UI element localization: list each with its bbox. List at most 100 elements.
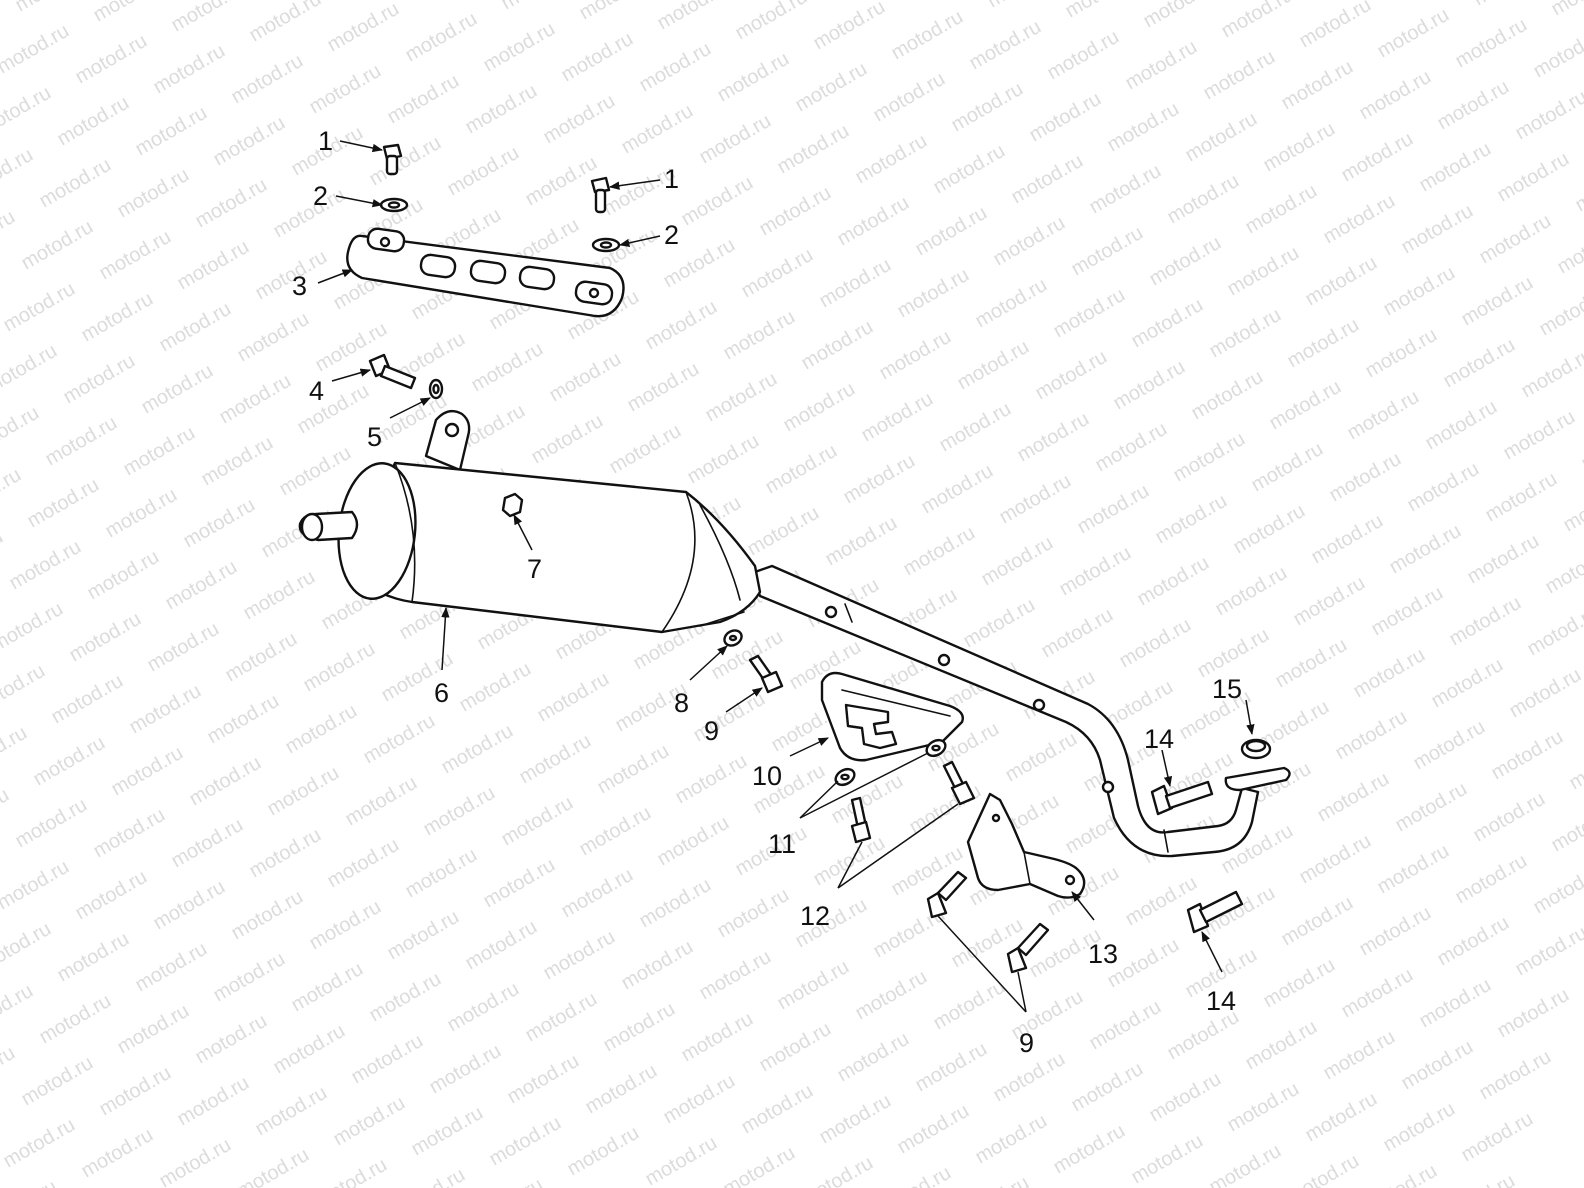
watermark-text: motod.ru [1002, 728, 1081, 787]
watermark-text: motod.ru [0, 918, 55, 977]
watermark-text: motod.ru [1506, 664, 1584, 723]
watermark-text: motod.ru [762, 440, 841, 499]
watermark-text: motod.ru [444, 142, 523, 201]
watermark-text: motod.ru [720, 306, 799, 365]
watermark-text: motod.ru [516, 730, 595, 789]
watermark-text: motod.ru [324, 834, 403, 893]
watermark-text: motod.ru [342, 772, 421, 831]
watermark-text: motod.ru [1284, 1150, 1363, 1188]
watermark-text: motod.ru [1338, 128, 1417, 187]
watermark-text: motod.ru [1122, 36, 1201, 95]
watermark-text: motod.ru [690, 688, 769, 747]
watermark-text: motod.ru [0, 278, 79, 337]
watermark-text: motod.ru [54, 92, 133, 151]
watermark-text: motod.ru [1050, 1120, 1129, 1179]
watermark-text: motod.ru [78, 1124, 157, 1183]
watermark-text: motod.ru [1116, 614, 1195, 673]
watermark-text: motod.ru [696, 110, 775, 169]
watermark-text: motod.ru [84, 546, 163, 605]
watermark-text: motod.ru [1032, 346, 1111, 405]
watermark-text: motod.ru [210, 112, 289, 171]
watermark-text: motod.ru [1110, 356, 1189, 415]
watermark-text: motod.ru [0, 0, 13, 6]
bolt-icon [1006, 922, 1050, 974]
callout-11: 11 [768, 829, 796, 859]
watermark-text: motod.ru [852, 130, 931, 189]
watermark-text: motod.ru [576, 802, 655, 861]
watermark-text: motod.ru [276, 442, 355, 501]
watermark-text: motod.ru [900, 522, 979, 581]
watermark-text: motod.ru [1470, 0, 1549, 10]
callout-7: 7 [527, 554, 542, 584]
watermark-text: motod.ru [300, 638, 379, 697]
watermark-text: motod.ru [1182, 108, 1261, 167]
watermark-text: motod.ru [306, 60, 385, 119]
watermark-text: motod.ru [1362, 1160, 1441, 1188]
watermark-text: motod.ru [1530, 24, 1584, 83]
callout-14: 14 [1206, 986, 1236, 1016]
watermark-text: motod.ru [1068, 222, 1147, 281]
watermark-text: motod.ru [876, 1162, 955, 1188]
watermark-text: motod.ru [90, 0, 169, 26]
watermark-text: motod.ru [126, 680, 205, 739]
watermark-text: motod.ru [1356, 902, 1435, 961]
bolt-icon [1186, 890, 1244, 934]
watermark-text: motod.ru [96, 1062, 175, 1121]
watermark-text: motod.ru [204, 690, 283, 749]
watermark-text: motod.ru [642, 1132, 721, 1188]
watermark-text: motod.ru [894, 1100, 973, 1159]
watermark-text: motod.ru [1560, 478, 1584, 537]
watermark-text: motod.ru [1266, 376, 1345, 435]
watermark-text: motod.ru [576, 0, 655, 24]
watermark-text: motod.ru [480, 18, 559, 77]
bolt-icon [942, 760, 976, 806]
watermark-text: motod.ru [1260, 118, 1339, 177]
watermark-text: motod.ru [798, 316, 877, 375]
watermark-text: motod.ru [42, 412, 121, 471]
watermark-text: motod.ru [1128, 294, 1207, 353]
watermark-text: motod.ru [1440, 1170, 1519, 1188]
watermark-text: motod.ru [0, 464, 25, 523]
watermark-text: motod.ru [0, 980, 37, 1039]
washer-icon [591, 237, 621, 253]
watermark-text: motod.ru [834, 1028, 913, 1087]
watermark-text: motod.ru [918, 460, 997, 519]
watermark-text: motod.ru [954, 1172, 1033, 1188]
watermark-text: motod.ru [930, 140, 1009, 199]
callout-4: 4 [309, 376, 324, 406]
bolt-icon [382, 143, 403, 176]
callout-2: 2 [664, 220, 679, 250]
watermark-text: motod.ru [1476, 1046, 1555, 1105]
bolt-icon [850, 796, 872, 844]
watermark-text: motod.ru [1242, 180, 1321, 239]
watermark-text: motod.ru [348, 1030, 427, 1089]
callout-14: 14 [1144, 724, 1174, 754]
watermark-text: motod.ru [1488, 726, 1567, 785]
watermark-text: motod.ru [1482, 468, 1561, 527]
watermark-text: motod.ru [594, 740, 673, 799]
watermark-text: motod.ru [996, 470, 1075, 529]
watermark-text: motod.ru [72, 30, 151, 89]
watermark-text: motod.ru [936, 398, 1015, 457]
watermark-text: motod.ru [360, 710, 439, 769]
watermark-text: motod.ru [912, 1038, 991, 1097]
watermark-text: motod.ru [1086, 160, 1165, 219]
watermark-text: motod.ru [534, 668, 613, 727]
watermark-text: motod.ru [522, 988, 601, 1047]
watermark-text: motod.ru [636, 38, 715, 97]
watermark-text: motod.ru [1068, 1058, 1147, 1117]
watermark-text: motod.ru [198, 432, 277, 491]
watermark-text: motod.ru [876, 326, 955, 385]
watermark-text: motod.ru [0, 1176, 61, 1188]
watermark-text: motod.ru [978, 532, 1057, 591]
watermark-text: motod.ru [528, 410, 607, 469]
watermark-text: motod.ru [234, 308, 313, 367]
watermark-text: motod.ru [702, 368, 781, 427]
bolt-icon [748, 654, 784, 694]
watermark-text: motod.ru [0, 402, 43, 461]
watermark-text: motod.ru [1458, 1108, 1537, 1167]
watermark-text: motod.ru [1362, 324, 1441, 383]
watermark-text: motod.ru [174, 236, 253, 295]
watermark-text: motod.ru [1518, 344, 1584, 403]
watermark-text: motod.ru [228, 50, 307, 109]
